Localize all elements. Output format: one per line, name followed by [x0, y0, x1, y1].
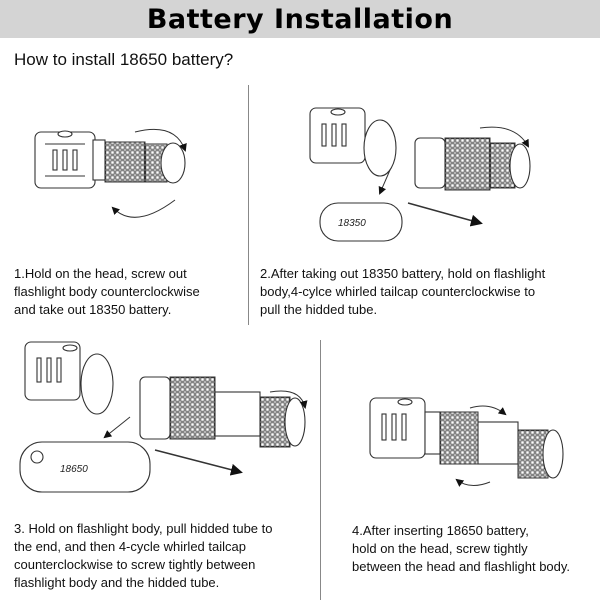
- step-4-text: 4.After inserting 18650 battery, hold on…: [352, 522, 570, 576]
- battery-18350: 18350: [319, 202, 403, 242]
- divider-bottom: [320, 340, 321, 600]
- divider-top: [248, 85, 249, 325]
- text-line: counterclockwise to screw tightly betwee…: [14, 557, 256, 572]
- text-line: pull the hidded tube.: [260, 302, 378, 317]
- step1-illustration: [34, 128, 187, 218]
- text-line: body,4-cylce whirled tailcap countercloc…: [260, 284, 536, 299]
- battery-18650: 18650: [19, 441, 151, 493]
- text-line: 2.After taking out 18350 battery, hold o…: [260, 266, 546, 281]
- text-line: 1.Hold on the head, screw out: [14, 266, 187, 281]
- battery-label: 18350: [338, 218, 366, 229]
- step-2-text: 2.After taking out 18350 battery, hold o…: [260, 265, 545, 319]
- step3-illustration: 18650: [19, 341, 308, 493]
- text-line: 4.After inserting 18650 battery,: [352, 523, 529, 538]
- flashlight-body-knurl: [104, 141, 146, 183]
- step-3-text: 3. Hold on flashlight body, pull hidded …: [14, 520, 273, 592]
- subtitle: How to install 18650 battery?: [14, 50, 234, 69]
- step-1-text: 1.Hold on the head, screw out flashlight…: [14, 265, 200, 319]
- step4-illustration: [369, 397, 564, 487]
- battery-label: 18650: [60, 464, 88, 475]
- text-line: flashlight body and the hidded tube.: [14, 575, 220, 590]
- page-title: Battery Installation: [146, 3, 454, 35]
- title-banner: Battery Installation: [0, 0, 600, 38]
- text-line: hold on the head, screw tightly: [352, 541, 528, 556]
- text-line: between the head and flashlight body.: [352, 559, 571, 574]
- text-line: the end, and then 4-cycle whirled tailca…: [14, 539, 246, 554]
- step2-illustration: 18350: [309, 107, 531, 242]
- flashlight-head: [34, 130, 96, 189]
- text-line: and take out 18350 battery.: [14, 302, 172, 317]
- text-line: 3. Hold on flashlight body, pull hidded …: [14, 521, 273, 536]
- text-line: flashlight body counterclockwise: [14, 284, 200, 299]
